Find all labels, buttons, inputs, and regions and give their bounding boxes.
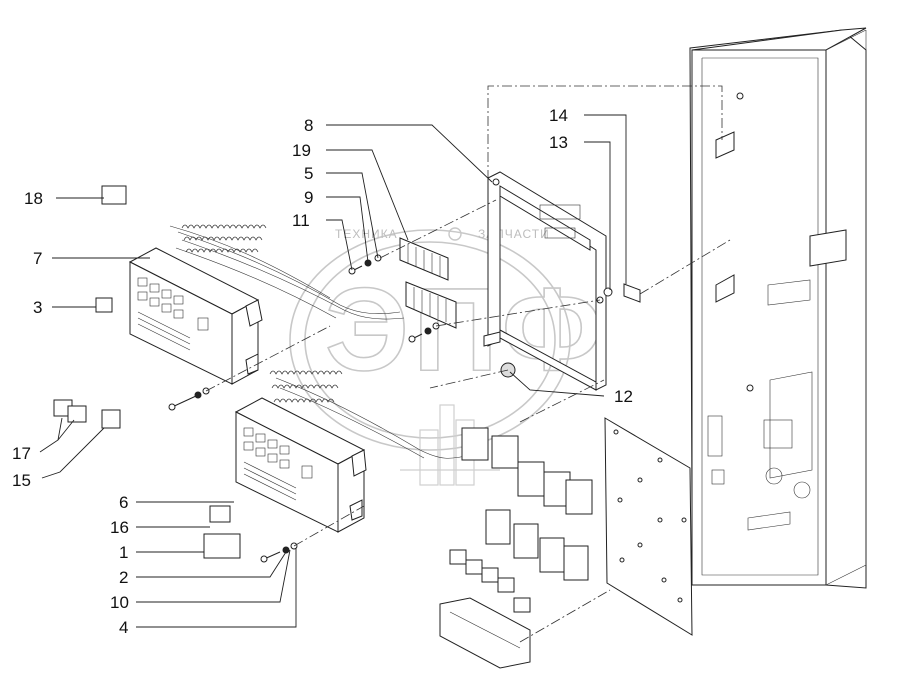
terminal-block-upper [399,237,449,281]
loose-parts [53,185,298,563]
block-1 [203,533,241,559]
callout-10: 10 [110,593,129,612]
callout-14: 14 [549,106,568,125]
callout-8: 8 [304,116,313,135]
watermark: ТЕХНИКА ЗАПЧАСТИ ЭПФ [289,227,606,486]
fuse-18 [101,185,127,205]
relay-cluster [439,427,593,669]
callout-labels: 18 7 3 17 15 6 16 1 2 10 4 8 19 5 9 11 1… [12,106,633,637]
callout-11: 11 [292,211,310,230]
callout-6: 6 [119,493,128,512]
mounting-frame [483,171,607,391]
gear-icon [448,227,462,241]
terminal-block-lower [405,281,457,329]
wire-coils-upper [181,224,267,253]
cabinet-bracket-mid [715,274,735,303]
callout-13: 13 [549,133,568,152]
mounting-plate [604,417,693,636]
bolt-mid-left [168,387,210,411]
cabinet-body [691,49,827,586]
wire-coils-lower [269,370,343,403]
callout-15: 15 [12,471,31,490]
leader-lines [39,114,627,628]
cabinet-latch [809,229,847,267]
callout-9: 9 [304,188,313,207]
relay-box-lower [234,370,471,533]
callout-16: 16 [110,518,129,537]
relay-box-upper [128,224,405,385]
callout-4: 4 [119,618,128,637]
callout-3: 3 [33,298,42,317]
relay-16 [209,505,231,523]
callout-2: 2 [119,568,128,587]
watermark-text-left: ТЕХНИКА [335,227,398,241]
relay-15 [101,409,121,429]
fuse-3 [95,297,113,313]
watermark-letters: ЭПФ [325,264,606,396]
relay-17b [67,405,87,423]
assembly-lines [205,85,731,643]
callout-19: 19 [292,141,311,160]
callout-5: 5 [304,164,313,183]
callout-1: 1 [119,543,128,562]
cabinet-bracket-top [715,131,735,159]
fuse-block [439,597,531,669]
callout-17: 17 [12,444,31,463]
cabinet-housing [689,27,867,589]
callout-7: 7 [33,249,42,268]
callout-12: 12 [614,387,633,406]
callout-18: 18 [24,189,43,208]
plate-13 [623,283,641,303]
